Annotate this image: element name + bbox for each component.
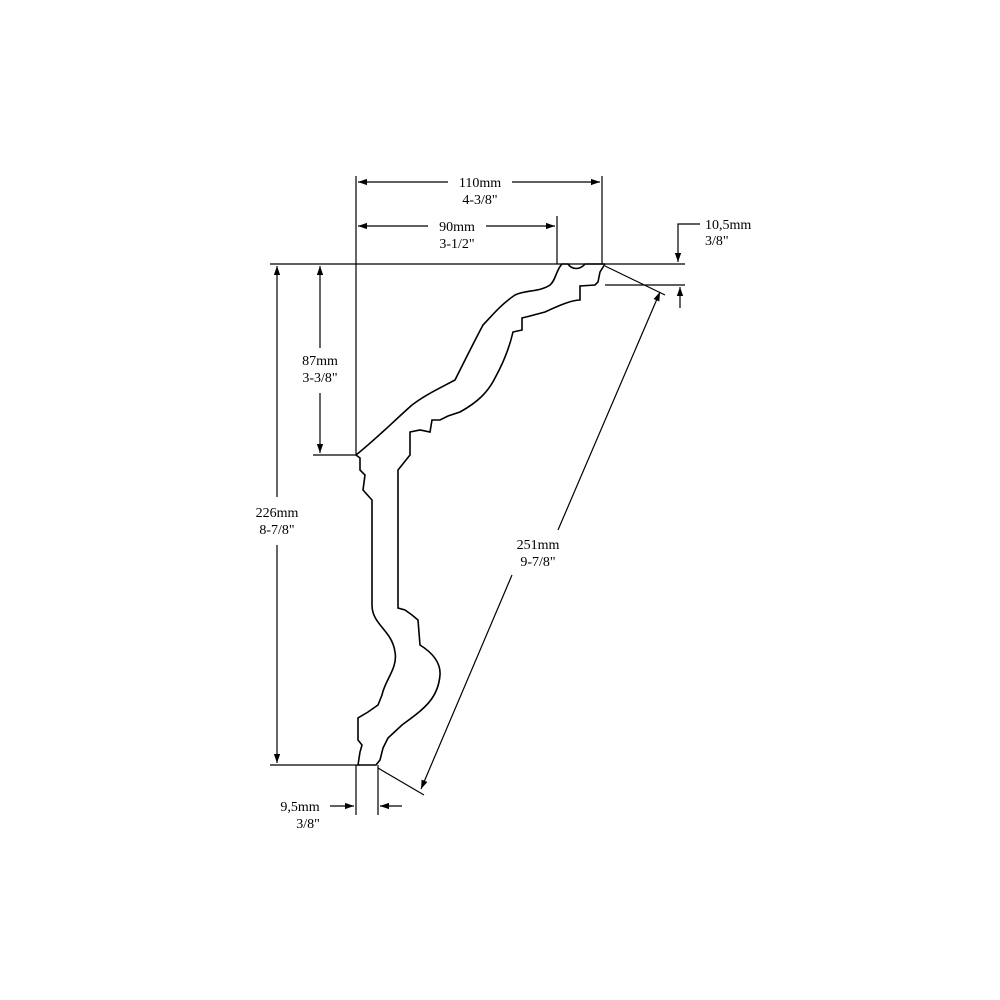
dim-left-upper-height-imperial: 3-3/8" [302, 371, 337, 386]
profile-outer-face [355, 263, 606, 766]
dim-diagonal-face-imperial: 9-7/8" [520, 555, 555, 570]
dim-left-total-height-metric: 226mm [256, 506, 299, 521]
dimensions: 110mm 4-3/8" 90mm 3-1/2" 10,5mm 3/8" 87m… [256, 176, 752, 832]
dim-diagonal-face: 251mm 9-7/8" [420, 291, 661, 790]
extension-lines [270, 176, 685, 815]
dim-top-right-thickness-imperial: 3/8" [705, 234, 729, 249]
dim-left-upper-height: 87mm 3-3/8" [302, 266, 338, 453]
dim-top-right-thickness-metric: 10,5mm [705, 218, 751, 233]
dim-left-total-height-imperial: 8-7/8" [259, 523, 294, 538]
dim-top-projection: 90mm 3-1/2" [358, 220, 555, 252]
dim-top-right-thickness: 10,5mm 3/8" [674, 218, 751, 308]
dim-top-projection-metric: 90mm [439, 220, 475, 235]
dim-bottom-thickness-metric: 9,5mm [280, 800, 319, 815]
profile-top-edge [355, 263, 605, 456]
dim-bottom-thickness: 9,5mm 3/8" [280, 800, 402, 832]
dim-left-total-height: 226mm 8-7/8" [256, 266, 299, 763]
dim-bottom-thickness-imperial: 3/8" [296, 817, 320, 832]
dim-top-projection-imperial: 3-1/2" [439, 237, 474, 252]
dim-top-overall-imperial: 4-3/8" [462, 193, 497, 208]
dim-top-overall-metric: 110mm [459, 176, 501, 191]
molding-profile [355, 263, 606, 766]
dim-left-upper-height-metric: 87mm [302, 354, 338, 369]
dim-diagonal-face-metric: 251mm [517, 538, 560, 553]
dim-top-overall: 110mm 4-3/8" [358, 176, 600, 208]
